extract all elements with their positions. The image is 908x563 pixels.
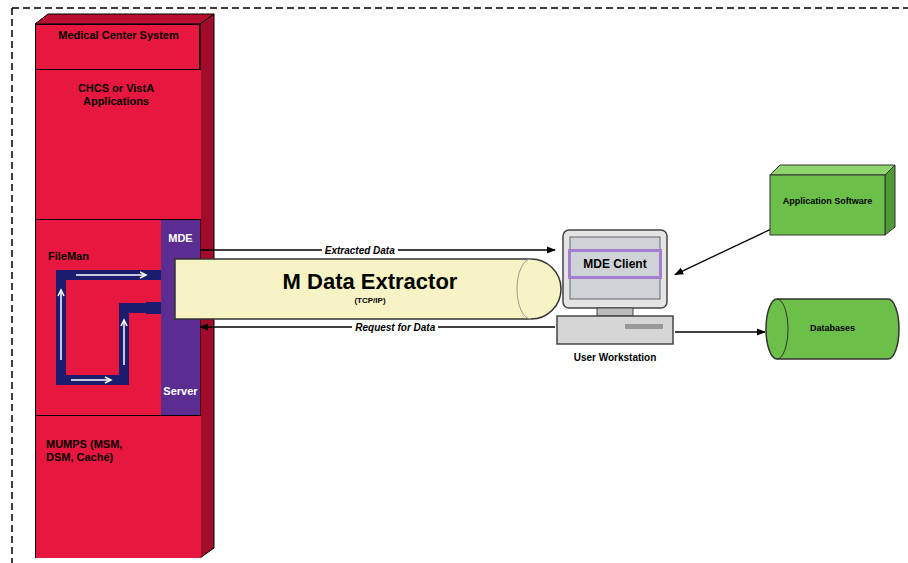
application-block: CHCS or VistA Applications [36, 69, 201, 220]
node-label: Application Software [772, 196, 883, 206]
node-label: M Data Extractor [175, 269, 565, 294]
edge-label: Extracted Data [322, 245, 398, 256]
node-label: CHCS or VistA Applications [46, 82, 186, 107]
database-shape: Databases [765, 298, 900, 360]
node-label: (TCP/IP) [175, 296, 565, 305]
fileman-loop [36, 220, 161, 415]
node-label: MUMPS (MSM, DSM, Caché) [46, 438, 146, 463]
node-label: Server [161, 385, 200, 398]
mumps-block: MUMPS (MSM, DSM, Caché) [36, 415, 201, 558]
node-label: Databases [777, 323, 888, 333]
node-label: User Workstation [550, 352, 680, 364]
connector-arrow [675, 230, 770, 275]
client-box: MDE Client [568, 249, 662, 279]
user-workstation: User WorkstationMDE Client [555, 228, 675, 378]
fileman-block: FileMan [36, 220, 161, 415]
node-label: MDE [161, 232, 200, 245]
edge-label: Request for Data [352, 322, 438, 333]
data-extractor-tube: M Data Extractor (TCP/IP) [175, 258, 565, 320]
node-label: FileMan [48, 250, 148, 263]
connector-arrow [675, 331, 765, 332]
application-box: Application Software [770, 165, 895, 235]
node-label: Medical Center System [36, 29, 201, 42]
node-label: MDE Client [571, 258, 659, 272]
